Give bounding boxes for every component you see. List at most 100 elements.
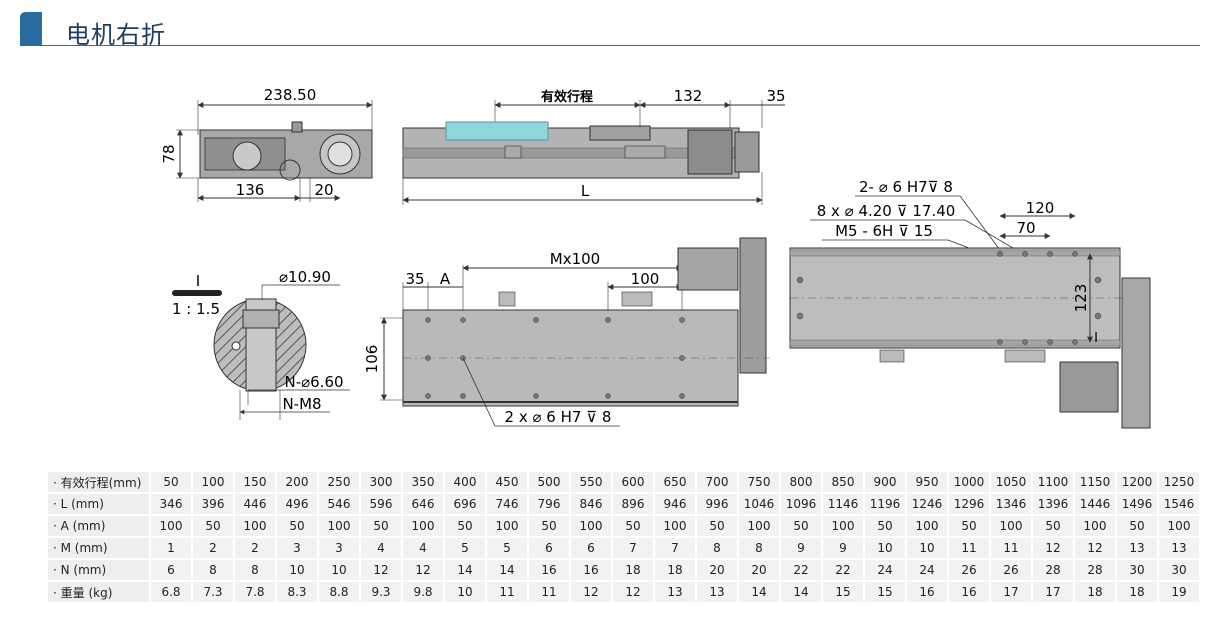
- table-cell: 1246: [907, 494, 947, 514]
- table-cell: 796: [529, 494, 569, 514]
- row-header: · 有效行程(mm): [48, 472, 149, 492]
- scale-label: 1 : 1.5: [172, 300, 220, 318]
- table-cell: 13: [1117, 538, 1157, 558]
- table-cell: 100: [1159, 516, 1199, 536]
- table-cell: 100: [235, 516, 275, 536]
- table-cell: 496: [277, 494, 317, 514]
- table-cell: 50: [865, 516, 905, 536]
- table-cell: 13: [1159, 538, 1199, 558]
- table-cell: 50: [445, 516, 485, 536]
- table-cell: 846: [571, 494, 611, 514]
- motor-view: 2- ⌀ 6 H7⊽ 8 8 x ⌀ 4.20 ⊽ 17.40 M5 - 6H …: [789, 178, 1151, 429]
- detail-view: I 1 : 1.5 ⌀10.90 N-⌀6.60 N-M8: [172, 268, 350, 420]
- table-cell: 30: [1159, 560, 1199, 580]
- table-cell: 50: [613, 516, 653, 536]
- table-cell: 350: [403, 472, 443, 492]
- hole-callout-label: 2 x ⌀ 6 H7 ⊽ 8: [505, 408, 612, 426]
- header-accent-tab: [20, 12, 42, 46]
- dim-106-label: 106: [363, 345, 381, 374]
- table-cell: 100: [193, 472, 233, 492]
- dim-35-label: 35: [405, 270, 424, 288]
- section-label: I: [196, 272, 200, 290]
- dim-width-label: 238.50: [264, 86, 317, 104]
- table-cell: 150: [235, 472, 275, 492]
- side-view: 有效行程 132 35 L: [402, 87, 786, 205]
- dim-100-label: 100: [631, 270, 660, 288]
- table-cell: 996: [697, 494, 737, 514]
- row-header: · L (mm): [48, 494, 149, 514]
- table-cell: 1146: [823, 494, 863, 514]
- table-cell: 50: [361, 516, 401, 536]
- table-cell: 450: [487, 472, 527, 492]
- table-cell: 10: [319, 560, 359, 580]
- table-cell: 24: [907, 560, 947, 580]
- table-cell: 9.3: [361, 582, 401, 602]
- table-cell: 8: [697, 538, 737, 558]
- table-cell: 1050: [991, 472, 1031, 492]
- table-cell: 596: [361, 494, 401, 514]
- motor-block-front: [677, 247, 739, 291]
- table-cell: 1546: [1159, 494, 1199, 514]
- callout-3-label: M5 - 6H ⊽ 15: [835, 222, 933, 240]
- table-cell: 6.8: [151, 582, 191, 602]
- table-cell: 12: [1033, 538, 1073, 558]
- dim-70-label: 70: [1016, 219, 1035, 237]
- table-cell: 5: [445, 538, 485, 558]
- table-cell: 100: [1075, 516, 1115, 536]
- table-cell: 17: [1033, 582, 1073, 602]
- table-cell: 22: [823, 560, 863, 580]
- table-cell: 7: [613, 538, 653, 558]
- table-cell: 4: [403, 538, 443, 558]
- table-cell: 1: [151, 538, 191, 558]
- row-header: · M (mm): [48, 538, 149, 558]
- section-marker-label: I: [1094, 331, 1098, 346]
- table-cell: 1346: [991, 494, 1031, 514]
- table-cell: 20: [739, 560, 779, 580]
- dim-length-label: L: [581, 182, 590, 200]
- table-cell: 100: [403, 516, 443, 536]
- table-cell: 100: [823, 516, 863, 536]
- table-cell: 9: [781, 538, 821, 558]
- table-cell: 100: [655, 516, 695, 536]
- row-header: · N (mm): [48, 560, 149, 580]
- table-cell: 50: [151, 472, 191, 492]
- table-cell: 10: [445, 582, 485, 602]
- table-cell: 8: [193, 560, 233, 580]
- end-view: 238.50 78 136 20: [160, 86, 373, 202]
- table-cell: 15: [823, 582, 863, 602]
- table-cell: 100: [907, 516, 947, 536]
- technical-drawing: 238.50 78 136 20 有效行程 132 35: [160, 86, 1151, 429]
- table-cell: 6: [151, 560, 191, 580]
- table-cell: 100: [319, 516, 359, 536]
- table-cell: 26: [991, 560, 1031, 580]
- dim-right-label: 20: [314, 181, 333, 199]
- table-cell: 1446: [1075, 494, 1115, 514]
- table-cell: 12: [403, 560, 443, 580]
- table-cell: 50: [697, 516, 737, 536]
- table-cell: 100: [991, 516, 1031, 536]
- dim-a-label: A: [440, 270, 451, 288]
- table-cell: 20: [697, 560, 737, 580]
- table-cell: 946: [655, 494, 695, 514]
- front-view: 35 A Mx100 100 76 106 2 x ⌀ 6 H7 ⊽ 8: [363, 237, 770, 427]
- table-cell: 50: [529, 516, 569, 536]
- motor-body-right: [1059, 361, 1119, 413]
- table-cell: 1100: [1033, 472, 1073, 492]
- header-rule: [42, 45, 1200, 46]
- table-cell: 50: [781, 516, 821, 536]
- table-cell: 14: [445, 560, 485, 580]
- table-cell: 50: [277, 516, 317, 536]
- table-cell: 600: [613, 472, 653, 492]
- table-cell: 550: [571, 472, 611, 492]
- table-cell: 16: [529, 560, 569, 580]
- table-cell: 700: [697, 472, 737, 492]
- table-cell: 12: [613, 582, 653, 602]
- table-cell: 8.3: [277, 582, 317, 602]
- section-bar: [172, 290, 222, 296]
- row-header: · A (mm): [48, 516, 149, 536]
- table-cell: 11: [487, 582, 527, 602]
- table-cell: 346: [151, 494, 191, 514]
